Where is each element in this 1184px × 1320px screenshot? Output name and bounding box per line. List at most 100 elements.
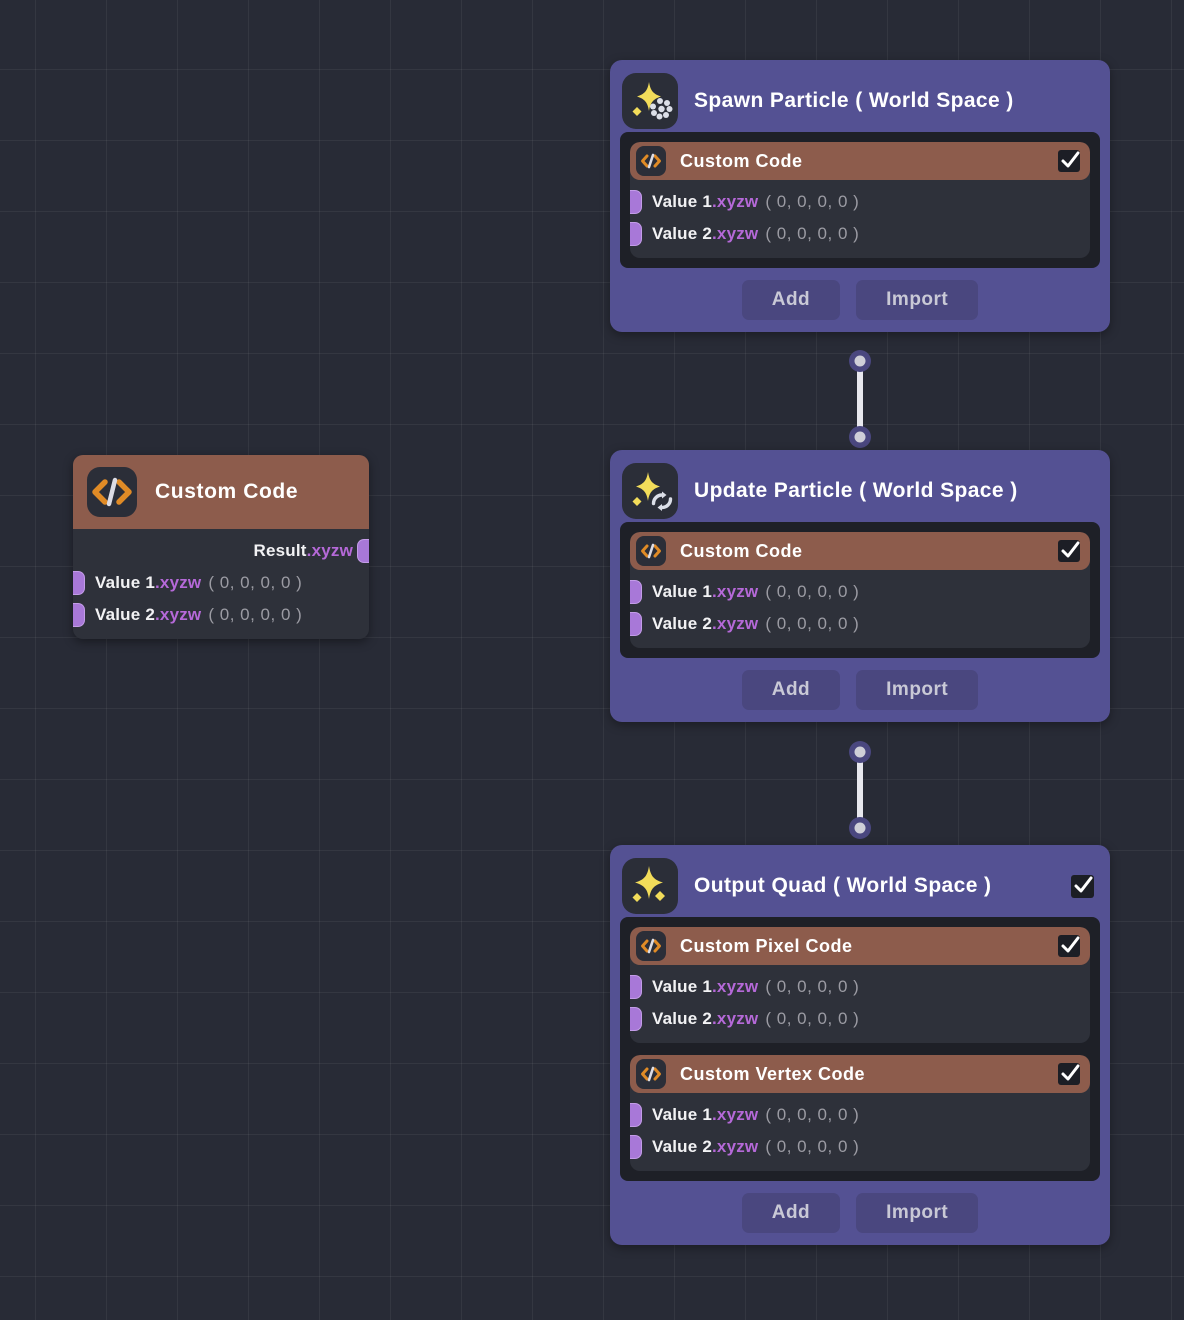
port-value[interactable]: ( 0, 0, 0, 0 ) [765, 192, 860, 211]
port-value[interactable]: ( 0, 0, 0, 0 ) [208, 573, 303, 592]
block-custom-vertex-code[interactable]: Custom Vertex Code Value 1.xyzw ( 0, 0, 0… [630, 1055, 1090, 1171]
input-port[interactable] [630, 975, 642, 999]
port-label: Value 2 [95, 605, 155, 624]
code-brackets-icon [636, 146, 666, 176]
port-swizzle: .xyzw [712, 977, 759, 996]
port-swizzle: .xyzw [712, 1105, 759, 1124]
add-button[interactable]: Add [741, 1193, 841, 1233]
code-brackets-icon [636, 931, 666, 961]
block-header[interactable]: Custom Pixel Code [630, 927, 1090, 965]
node-header[interactable]: Spawn Particle ( World Space ) [620, 70, 1100, 132]
node-header[interactable]: Output Quad ( World Space ) [620, 855, 1100, 917]
link-line [857, 361, 863, 437]
port-value[interactable]: ( 0, 0, 0, 0 ) [765, 1105, 860, 1124]
port-value[interactable]: ( 0, 0, 0, 0 ) [765, 977, 860, 996]
input-port[interactable] [630, 190, 642, 214]
node-header[interactable]: Update Particle ( World Space ) [620, 460, 1100, 522]
block-title: Custom Code [680, 150, 803, 171]
link-line [857, 752, 863, 828]
port-swizzle: .xyzw [712, 614, 759, 633]
input-port[interactable] [630, 1007, 642, 1031]
block-custom-code[interactable]: Custom Code Value 1.xyzw( 0, 0, 0, 0 ) V… [630, 142, 1090, 258]
port-row-value1[interactable]: Value 1.xyzw ( 0, 0, 0, 0 ) [630, 1099, 1090, 1131]
block-header[interactable]: Custom Code [630, 142, 1090, 180]
block-title: Custom Vertex Code [680, 1063, 866, 1084]
input-port[interactable] [630, 1135, 642, 1159]
port-label: Value 1 [95, 573, 155, 592]
link-dot-source[interactable] [849, 741, 871, 763]
node-output-quad[interactable]: Output Quad ( World Space ) Custom Pixel… [610, 845, 1110, 1245]
port-label: Value 1 [652, 1105, 712, 1124]
link-update-to-output[interactable] [848, 741, 872, 839]
block-custom-code[interactable]: Custom Code Value 1.xyzw ( 0, 0, 0, 0 ) V… [630, 532, 1090, 648]
block-ports: Value 1.xyzw( 0, 0, 0, 0 ) Value 2.xyzw(… [630, 965, 1090, 1043]
port-label: Value 2 [652, 614, 712, 633]
node-ports: Result.xyzw Value 1.xyzw( 0, 0, 0, 0 ) V… [73, 529, 369, 639]
port-row-result[interactable]: Result.xyzw [73, 535, 369, 567]
code-brackets-icon [636, 536, 666, 566]
port-value[interactable]: ( 0, 0, 0, 0 ) [765, 614, 860, 633]
node-footer: Add Import [620, 658, 1100, 712]
import-button[interactable]: Import [856, 280, 979, 320]
block-header[interactable]: Custom Vertex Code [630, 1055, 1090, 1093]
input-port[interactable] [630, 1103, 642, 1127]
block-enabled-checkbox[interactable] [1058, 540, 1080, 562]
port-value[interactable]: ( 0, 0, 0, 0 ) [765, 224, 860, 243]
port-label: Value 2 [652, 1137, 712, 1156]
block-title: Custom Code [680, 540, 803, 561]
block-enabled-checkbox[interactable] [1058, 150, 1080, 172]
input-port[interactable] [630, 222, 642, 246]
block-title: Custom Pixel Code [680, 935, 853, 956]
node-update-particle[interactable]: Update Particle ( World Space ) Custom C… [610, 450, 1110, 722]
port-row-value2[interactable]: Value 2.xyzw( 0, 0, 0, 0 ) [630, 218, 1090, 250]
block-header[interactable]: Custom Code [630, 532, 1090, 570]
link-dot-target[interactable] [849, 817, 871, 839]
input-port[interactable] [73, 571, 85, 595]
block-ports: Value 1.xyzw ( 0, 0, 0, 0 ) Value 2.xyzw (… [630, 1093, 1090, 1171]
port-row-value1[interactable]: Value 1.xyzw ( 0, 0, 0, 0 ) [630, 576, 1090, 608]
block-custom-pixel-code[interactable]: Custom Pixel Code Value 1.xyzw( 0, 0, 0,… [630, 927, 1090, 1043]
port-label: Value 1 [652, 192, 712, 211]
import-button[interactable]: Import [856, 670, 979, 710]
port-row-value2[interactable]: Value 2.xyzw ( 0, 0, 0, 0 ) [630, 608, 1090, 640]
import-button[interactable]: Import [856, 1193, 979, 1233]
link-dot-source[interactable] [849, 350, 871, 372]
port-value[interactable]: ( 0, 0, 0, 0 ) [765, 1009, 860, 1028]
block-container: Custom Code Value 1.xyzw ( 0, 0, 0, 0 ) V… [620, 522, 1100, 658]
node-title: Output Quad ( World Space ) [694, 874, 992, 897]
block-ports: Value 1.xyzw ( 0, 0, 0, 0 ) Value 2.xyzw (… [630, 570, 1090, 648]
port-row-value2[interactable]: Value 2.xyzw ( 0, 0, 0, 0 ) [630, 1131, 1090, 1163]
block-enabled-checkbox[interactable] [1058, 1063, 1080, 1085]
input-port[interactable] [630, 612, 642, 636]
add-button[interactable]: Add [741, 670, 841, 710]
port-value[interactable]: ( 0, 0, 0, 0 ) [765, 582, 860, 601]
port-swizzle: .xyzw [712, 582, 759, 601]
port-label: Value 1 [652, 582, 712, 601]
port-swizzle: .xyzw [306, 541, 353, 560]
port-row-value1[interactable]: Value 1.xyzw ( 0, 0, 0, 0 ) [73, 567, 369, 599]
link-spawn-to-update[interactable] [848, 350, 872, 448]
link-dot-target[interactable] [849, 426, 871, 448]
port-swizzle: .xyzw [712, 1137, 759, 1156]
node-header[interactable]: Custom Code [73, 455, 369, 529]
input-port[interactable] [73, 603, 85, 627]
port-row-value2[interactable]: Value 2.xyzw( 0, 0, 0, 0 ) [73, 599, 369, 631]
input-port[interactable] [630, 580, 642, 604]
node-enabled-checkbox[interactable] [1071, 874, 1094, 898]
port-row-value1[interactable]: Value 1.xyzw( 0, 0, 0, 0 ) [630, 186, 1090, 218]
output-port[interactable] [357, 539, 369, 563]
port-label: Value 2 [652, 1009, 712, 1028]
port-row-value2[interactable]: Value 2.xyzw ( 0, 0, 0, 0 ) [630, 1003, 1090, 1035]
sparkle-particles-icon [622, 73, 678, 129]
port-swizzle: .xyzw [155, 573, 202, 592]
node-title: Update Particle ( World Space ) [694, 479, 1018, 502]
node-custom-code[interactable]: Custom Code Result.xyzw Value 1.xyzw( 0,… [73, 455, 369, 639]
port-swizzle: .xyzw [712, 1009, 759, 1028]
port-value[interactable]: ( 0, 0, 0, 0 ) [765, 1137, 860, 1156]
port-value[interactable]: ( 0, 0, 0, 0 ) [208, 605, 303, 624]
port-row-value1[interactable]: Value 1.xyzw( 0, 0, 0, 0 ) [630, 971, 1090, 1003]
add-button[interactable]: Add [741, 280, 841, 320]
block-enabled-checkbox[interactable] [1058, 935, 1080, 957]
node-spawn-particle[interactable]: Spawn Particle ( World Space ) Custom Co… [610, 60, 1110, 332]
